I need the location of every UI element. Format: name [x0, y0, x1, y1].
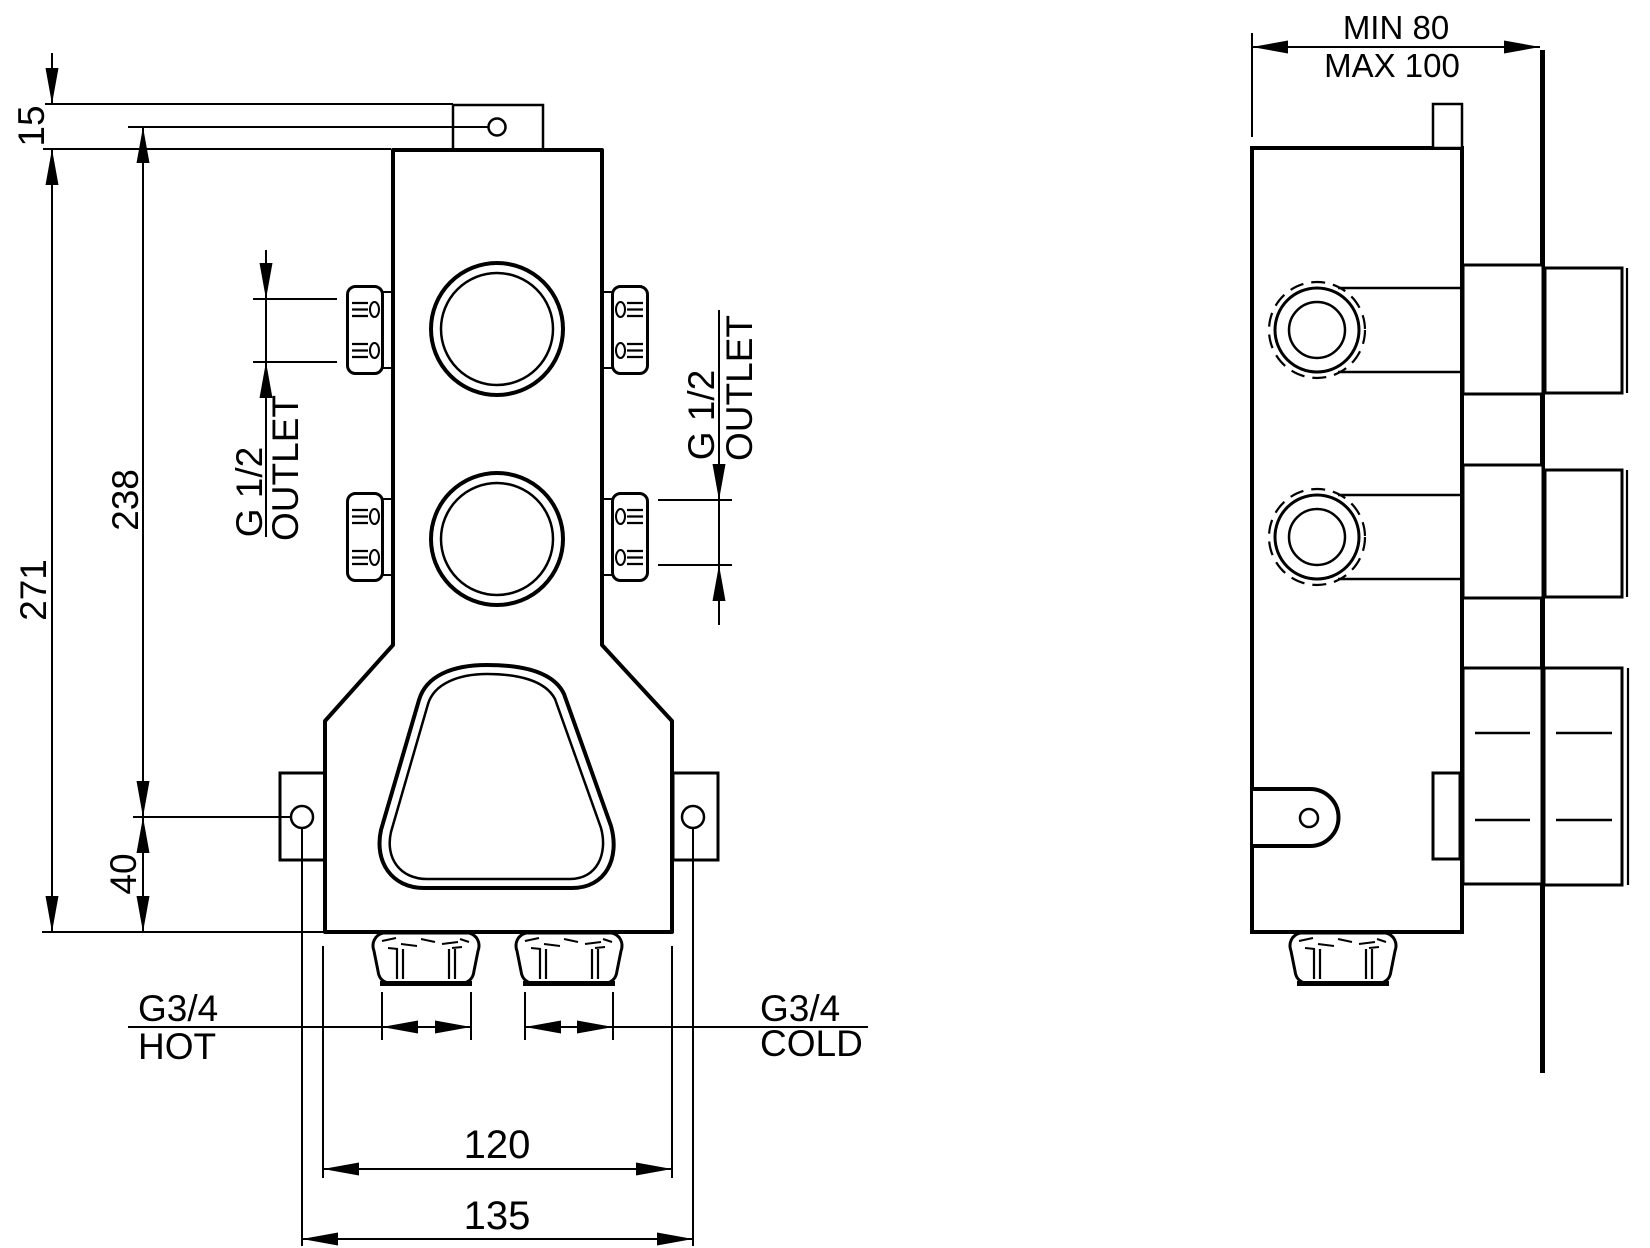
outlet-fitting-lower-left	[346, 492, 394, 582]
side-bottom-tab	[1253, 787, 1341, 848]
dim-hole-to-base: 40	[103, 853, 144, 894]
inlet-fitting-cold	[516, 933, 622, 984]
top-tab-hole	[487, 117, 507, 137]
outlet-label-right: G 1/2 OUTLET	[681, 315, 760, 461]
side-bottom-tab-hole	[1298, 807, 1320, 829]
cartridge-opening-lower	[429, 471, 565, 607]
cold-word: COLD	[760, 1023, 863, 1064]
dim-total-height: 271	[13, 559, 54, 621]
valve-body-outline	[323, 148, 674, 934]
side-outlet-lower	[1267, 487, 1460, 587]
dim-mount-width: 135	[464, 1194, 531, 1238]
trim-block-lower	[1461, 666, 1630, 887]
side-ear-edge	[1431, 771, 1462, 861]
dim-hole-to-top: 238	[105, 469, 146, 531]
hot-word: HOT	[138, 1026, 216, 1067]
mounting-ear-right	[671, 771, 720, 862]
inlet-label-hot: G3/4 HOT	[138, 988, 218, 1067]
outlet-fitting-upper-left	[346, 285, 394, 375]
outlet-fitting-lower-right	[601, 492, 649, 582]
outlet-right-thread: G 1/2	[681, 370, 722, 461]
side-view: MIN 80 MAX 100	[1250, 9, 1630, 1073]
trim-block-middle	[1461, 463, 1629, 600]
side-top-tab	[1431, 102, 1464, 150]
outlet-right-word: OUTLET	[719, 315, 760, 461]
side-dimensions: MIN 80 MAX 100	[1251, 9, 1540, 137]
ear-hole-left	[289, 804, 315, 830]
outlet-left-word: OUTLET	[265, 395, 306, 541]
dim-depth-min: MIN 80	[1343, 9, 1449, 46]
outlet-left-thread: G 1/2	[229, 447, 270, 538]
function-opening	[377, 663, 616, 890]
dim-tab-height: 15	[11, 105, 52, 146]
trim-block-upper	[1461, 263, 1629, 396]
inlet-fitting-hot	[373, 933, 479, 984]
front-dimensions: 15 271 238 40 G 1/2 OUTLET G 1/2 OUTLET …	[11, 53, 868, 1246]
outlet-label-left: G 1/2 OUTLET	[229, 395, 306, 541]
cold-thread: G3/4	[760, 988, 840, 1029]
outlet-fitting-upper-right	[601, 285, 649, 375]
side-inlet-fitting	[1290, 933, 1396, 984]
dim-inlet-width: 120	[464, 1123, 531, 1167]
ear-hole-right	[680, 804, 706, 830]
dim-depth-max: MAX 100	[1324, 47, 1460, 84]
side-outlet-upper	[1267, 280, 1460, 380]
inlet-label-cold: G3/4 COLD	[760, 988, 863, 1064]
cartridge-opening-upper	[429, 261, 565, 397]
hot-thread: G3/4	[138, 988, 218, 1029]
front-view: 15 271 238 40 G 1/2 OUTLET G 1/2 OUTLET …	[11, 53, 868, 1246]
